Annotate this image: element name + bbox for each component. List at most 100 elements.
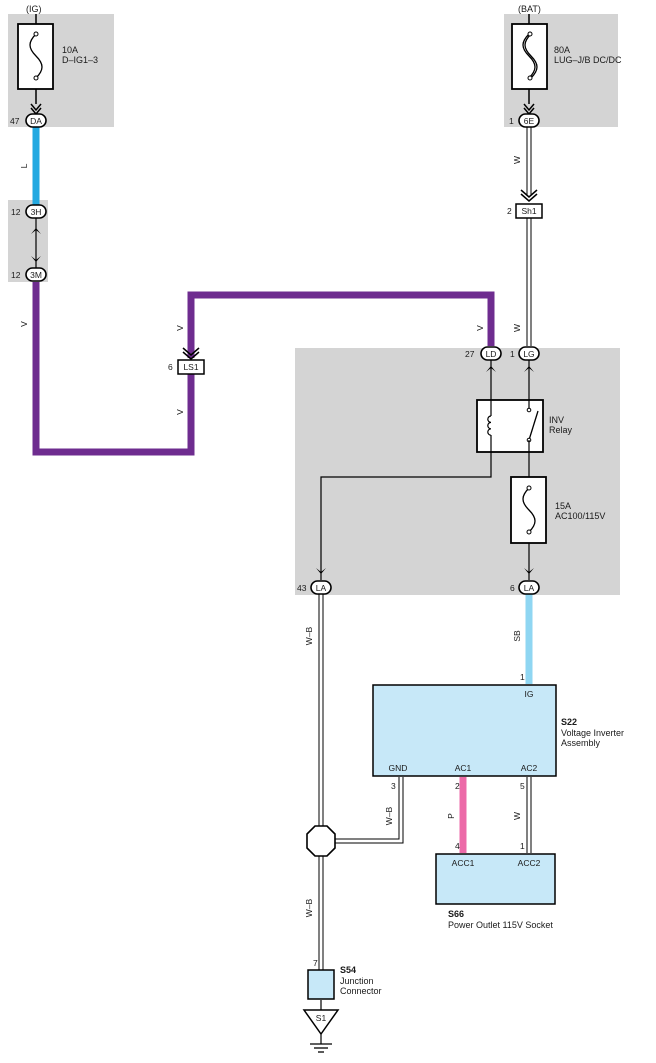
connector-3h: 3H — [25, 204, 47, 219]
connector-3m-pin: 12 — [11, 270, 21, 280]
relay-coil-icon — [487, 415, 492, 436]
wire-label-w-bat: W — [512, 156, 522, 164]
connector-3m: 3M — [25, 267, 47, 282]
wire-v-lower — [32, 282, 195, 456]
relay-sub: Relay — [549, 425, 573, 435]
s66-pin-acc1-num: 4 — [455, 841, 460, 851]
connector-la-left: LA — [310, 580, 332, 595]
s54-junction-connector — [307, 969, 335, 1000]
ig-fuse-name: D–IG1–3 — [62, 55, 98, 65]
svg-text:3M: 3M — [30, 270, 42, 280]
bat-fuse-rating: 80A — [554, 45, 570, 55]
connector-sh1-pin: 2 — [507, 206, 512, 216]
fuse-15a — [510, 476, 547, 544]
connector-lg-pin: 1 — [510, 349, 515, 359]
wire-label-v-left: V — [19, 321, 29, 327]
s66-pin-acc1-label: ACC1 — [452, 858, 475, 868]
bat-source-label: (BAT) — [518, 4, 541, 14]
s66-name: Power Outlet 115V Socket — [448, 920, 553, 930]
ground-icon — [302, 1009, 340, 1053]
s22-pin-ac1-label: AC1 — [455, 763, 472, 773]
svg-text:Sh1: Sh1 — [521, 206, 536, 216]
wire-label-w-ac2: W — [512, 812, 522, 820]
connector-ls1-pin: 6 — [168, 362, 173, 372]
wire-w-b-gnd — [335, 777, 404, 844]
s22-id: S22 — [561, 717, 577, 727]
wire-label-v-top-right: V — [475, 325, 485, 331]
connector-ld: LD — [480, 346, 502, 361]
ig-fuse — [17, 14, 54, 104]
ig-fuse-rating: 10A — [62, 45, 78, 55]
wire-label-p: P — [446, 813, 456, 819]
s54-name-line2: Connector — [340, 986, 382, 996]
wire-label-v-top-left: V — [175, 325, 185, 331]
wire-v-upper — [187, 291, 495, 358]
splice-point-icon — [306, 825, 336, 857]
ld-arrow-icon — [486, 366, 496, 372]
relay-switch-icon — [528, 410, 539, 441]
svg-text:LD: LD — [486, 349, 497, 359]
connector-la-right: LA — [518, 580, 540, 595]
svg-text:6E: 6E — [524, 116, 535, 126]
bat-fuse — [511, 14, 548, 104]
svg-text:LA: LA — [316, 583, 327, 593]
lg-arrow-icon — [524, 366, 534, 372]
3m-arrow-icon — [31, 256, 41, 262]
s22-pin-ac2-num: 5 — [520, 781, 525, 791]
connector-6e: 6E — [518, 113, 540, 128]
wire-label-wb-bottom: W–B — [304, 898, 314, 917]
svg-text:3H: 3H — [31, 207, 42, 217]
s22-name-line2: Assembly — [561, 738, 601, 748]
s66-pin-acc2-num: 1 — [520, 841, 525, 851]
s54-pin: 7 — [313, 958, 318, 968]
connector-lg: LG — [518, 346, 540, 361]
svg-text:DA: DA — [30, 116, 42, 126]
s66-power-outlet — [435, 853, 556, 905]
wire-coil-la — [320, 452, 492, 580]
connector-la-right-pin: 6 — [510, 583, 515, 593]
wire-label-wb-gnd: W–B — [384, 806, 394, 825]
wire-label-wb-left: W–B — [304, 626, 314, 645]
connector-da-pin: 47 — [10, 116, 20, 126]
relay-junction-block — [295, 348, 620, 595]
3h-arrow-icon — [31, 228, 41, 234]
svg-text:LS1: LS1 — [183, 362, 198, 372]
s22-pin-gnd-label: GND — [389, 763, 408, 773]
la-right-arrow-icon — [524, 568, 534, 574]
wire-label-sb: SB — [512, 630, 522, 642]
s54-name-line1: Junction — [340, 976, 374, 986]
connector-3h-pin: 12 — [11, 207, 21, 217]
wire-label-l: L — [19, 163, 29, 168]
connector-ld-pin: 27 — [465, 349, 475, 359]
ls1-arrow-icon — [182, 347, 200, 360]
s22-pin-ac2-label: AC2 — [521, 763, 538, 773]
s54-id: S54 — [340, 965, 356, 975]
s22-voltage-inverter — [372, 684, 557, 777]
s22-name-line1: Voltage Inverter — [561, 728, 624, 738]
relay-name: INV — [549, 415, 564, 425]
fuse-15a-name: AC100/115V — [555, 511, 605, 521]
ground-label: S1 — [316, 1013, 327, 1023]
s22-pin-gnd-num: 3 — [391, 781, 396, 791]
s22-pin-ig-label: IG — [525, 689, 534, 699]
inv-relay — [476, 399, 544, 453]
connector-ls1: LS1 — [177, 359, 205, 375]
s66-id: S66 — [448, 909, 464, 919]
fuse-15a-rating: 15A — [555, 501, 571, 511]
connector-da: DA — [25, 113, 47, 128]
svg-text:LG: LG — [523, 349, 534, 359]
la-left-arrow-icon — [316, 568, 326, 574]
wire-label-v-ls1: V — [175, 409, 185, 415]
connector-la-left-pin: 43 — [297, 583, 307, 593]
sh1-arrow-icon — [520, 189, 538, 202]
wire-label-w-lg: W — [512, 324, 522, 332]
svg-text:LA: LA — [524, 583, 535, 593]
s22-pin-ac1-num: 2 — [455, 781, 460, 791]
connector-6e-pin: 1 — [509, 116, 514, 126]
ig-source-label: (IG) — [26, 4, 42, 14]
connector-sh1: Sh1 — [515, 203, 543, 219]
s22-pin-ig-num: 1 — [520, 672, 525, 682]
bat-fuse-name: LUG–J/B DC/DC — [554, 55, 622, 65]
